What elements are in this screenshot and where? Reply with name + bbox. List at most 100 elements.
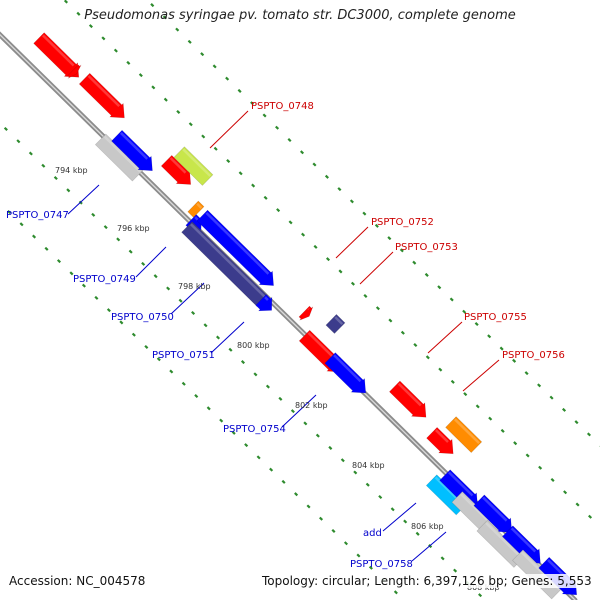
gene-arrow-icon[interactable]	[255, 294, 273, 312]
length-text: Length: 6,397,126 bp	[366, 574, 503, 588]
track-dot	[362, 211, 367, 216]
track-dot	[7, 210, 12, 215]
track-dot	[181, 381, 186, 386]
track-dot	[343, 541, 348, 546]
track-dot	[219, 418, 224, 423]
track-dot	[238, 171, 243, 176]
track-dot	[353, 470, 358, 475]
track-dot	[301, 232, 306, 237]
track-dot	[525, 453, 530, 458]
track-dot	[463, 392, 468, 397]
gene-label[interactable]: PSPTO_0753	[395, 242, 458, 253]
track-dot	[586, 432, 592, 437]
track-dot	[153, 274, 158, 279]
track-dot	[150, 3, 155, 8]
gene-arrow-icon[interactable]	[67, 64, 82, 79]
track-dot	[319, 516, 324, 521]
track-dot	[475, 404, 480, 409]
track-dot	[368, 565, 373, 570]
track-dot	[116, 237, 121, 242]
gene-label[interactable]: PSPTO_0756	[502, 350, 565, 361]
track-dot	[488, 416, 493, 421]
gene-arrow-icon[interactable]	[33, 32, 80, 78]
track-dot	[315, 433, 320, 438]
track-dot	[166, 286, 171, 291]
gene-arrow-icon[interactable]	[388, 380, 427, 418]
gene-label[interactable]: PSPTO_0755	[464, 312, 527, 323]
track-dot	[328, 445, 333, 450]
track-dot	[375, 306, 380, 311]
track-dot	[478, 593, 483, 598]
track-dot	[575, 502, 580, 507]
track-dot	[387, 236, 392, 241]
track-dot	[194, 394, 199, 399]
label-leader-line	[209, 110, 249, 149]
label-leader-line	[281, 394, 317, 428]
track-dot	[88, 24, 93, 29]
track-dot	[449, 297, 454, 302]
track-dot	[175, 27, 180, 32]
track-dot	[19, 222, 24, 227]
track-dot	[399, 248, 404, 253]
label-leader-line	[170, 282, 205, 315]
track-dot	[388, 318, 393, 323]
track-dot	[212, 64, 217, 69]
track-dot	[538, 465, 543, 470]
gene-label[interactable]: PSPTO_0749	[73, 274, 136, 285]
gene-label[interactable]: PSPTO_0750	[111, 312, 174, 323]
label-leaders	[67, 110, 500, 562]
gene-label[interactable]: add	[363, 528, 382, 539]
gene-arrow-icon[interactable]	[196, 209, 274, 286]
track-dot	[225, 76, 230, 81]
gene-arrow-icon[interactable]	[445, 416, 483, 453]
gene-label[interactable]: PSPTO_0754	[223, 424, 286, 435]
gene-label[interactable]: PSPTO_0752	[371, 217, 434, 228]
track-dot	[500, 428, 505, 433]
gene-arrow-icon[interactable]	[426, 426, 454, 455]
gene-arrow-icon[interactable]	[78, 72, 125, 119]
gene-arrow-icon[interactable]	[324, 352, 367, 394]
track-dot	[562, 407, 567, 412]
gene-arrow-icon[interactable]	[173, 146, 214, 186]
gene-arrow-icon[interactable]	[298, 305, 314, 321]
gene-label[interactable]: PSPTO_0758	[350, 559, 413, 570]
kbp-tick-label: 798 kbp	[178, 282, 211, 291]
track-dot	[237, 88, 242, 93]
track-dot	[537, 383, 542, 388]
kbp-tick-label: 800 kbp	[237, 341, 270, 350]
track-dot	[403, 519, 408, 524]
track-dot	[144, 344, 149, 349]
topology-text: Topology: circular	[262, 574, 367, 588]
track-dot	[474, 322, 479, 327]
track-dot	[226, 159, 231, 164]
gene-label[interactable]: PSPTO_0747	[6, 210, 69, 221]
track-dot	[101, 36, 106, 41]
gene-label[interactable]: PSPTO_0751	[152, 350, 215, 361]
track-dot	[499, 346, 504, 351]
gene-arrow-icon[interactable]	[473, 494, 513, 533]
track-dot	[263, 195, 268, 200]
track-dot	[94, 295, 99, 300]
track-dot	[191, 310, 196, 316]
track-dot	[169, 369, 174, 374]
gene-arrow-icon[interactable]	[111, 129, 153, 172]
track-dot	[128, 249, 133, 254]
track-dot	[113, 48, 118, 53]
gene-features	[33, 32, 578, 600]
track-dot	[563, 490, 568, 495]
label-leader-line	[382, 502, 417, 532]
track-dot	[290, 409, 295, 414]
track-dot	[276, 208, 281, 213]
gene-arrow-icon[interactable]	[325, 314, 346, 334]
track-dot	[163, 97, 168, 102]
track-dot	[231, 430, 236, 435]
map-title: Pseudomonas syringae pv. tomato str. DC3…	[84, 8, 516, 23]
track-dot	[424, 272, 429, 277]
genome-stats: Topology: circularLength: 6,397,126 bpGe…	[262, 574, 592, 588]
track-dot	[256, 455, 261, 460]
track-dot	[228, 347, 233, 352]
track-dot	[365, 482, 370, 487]
gene-label[interactable]: PSPTO_0748	[251, 101, 314, 112]
